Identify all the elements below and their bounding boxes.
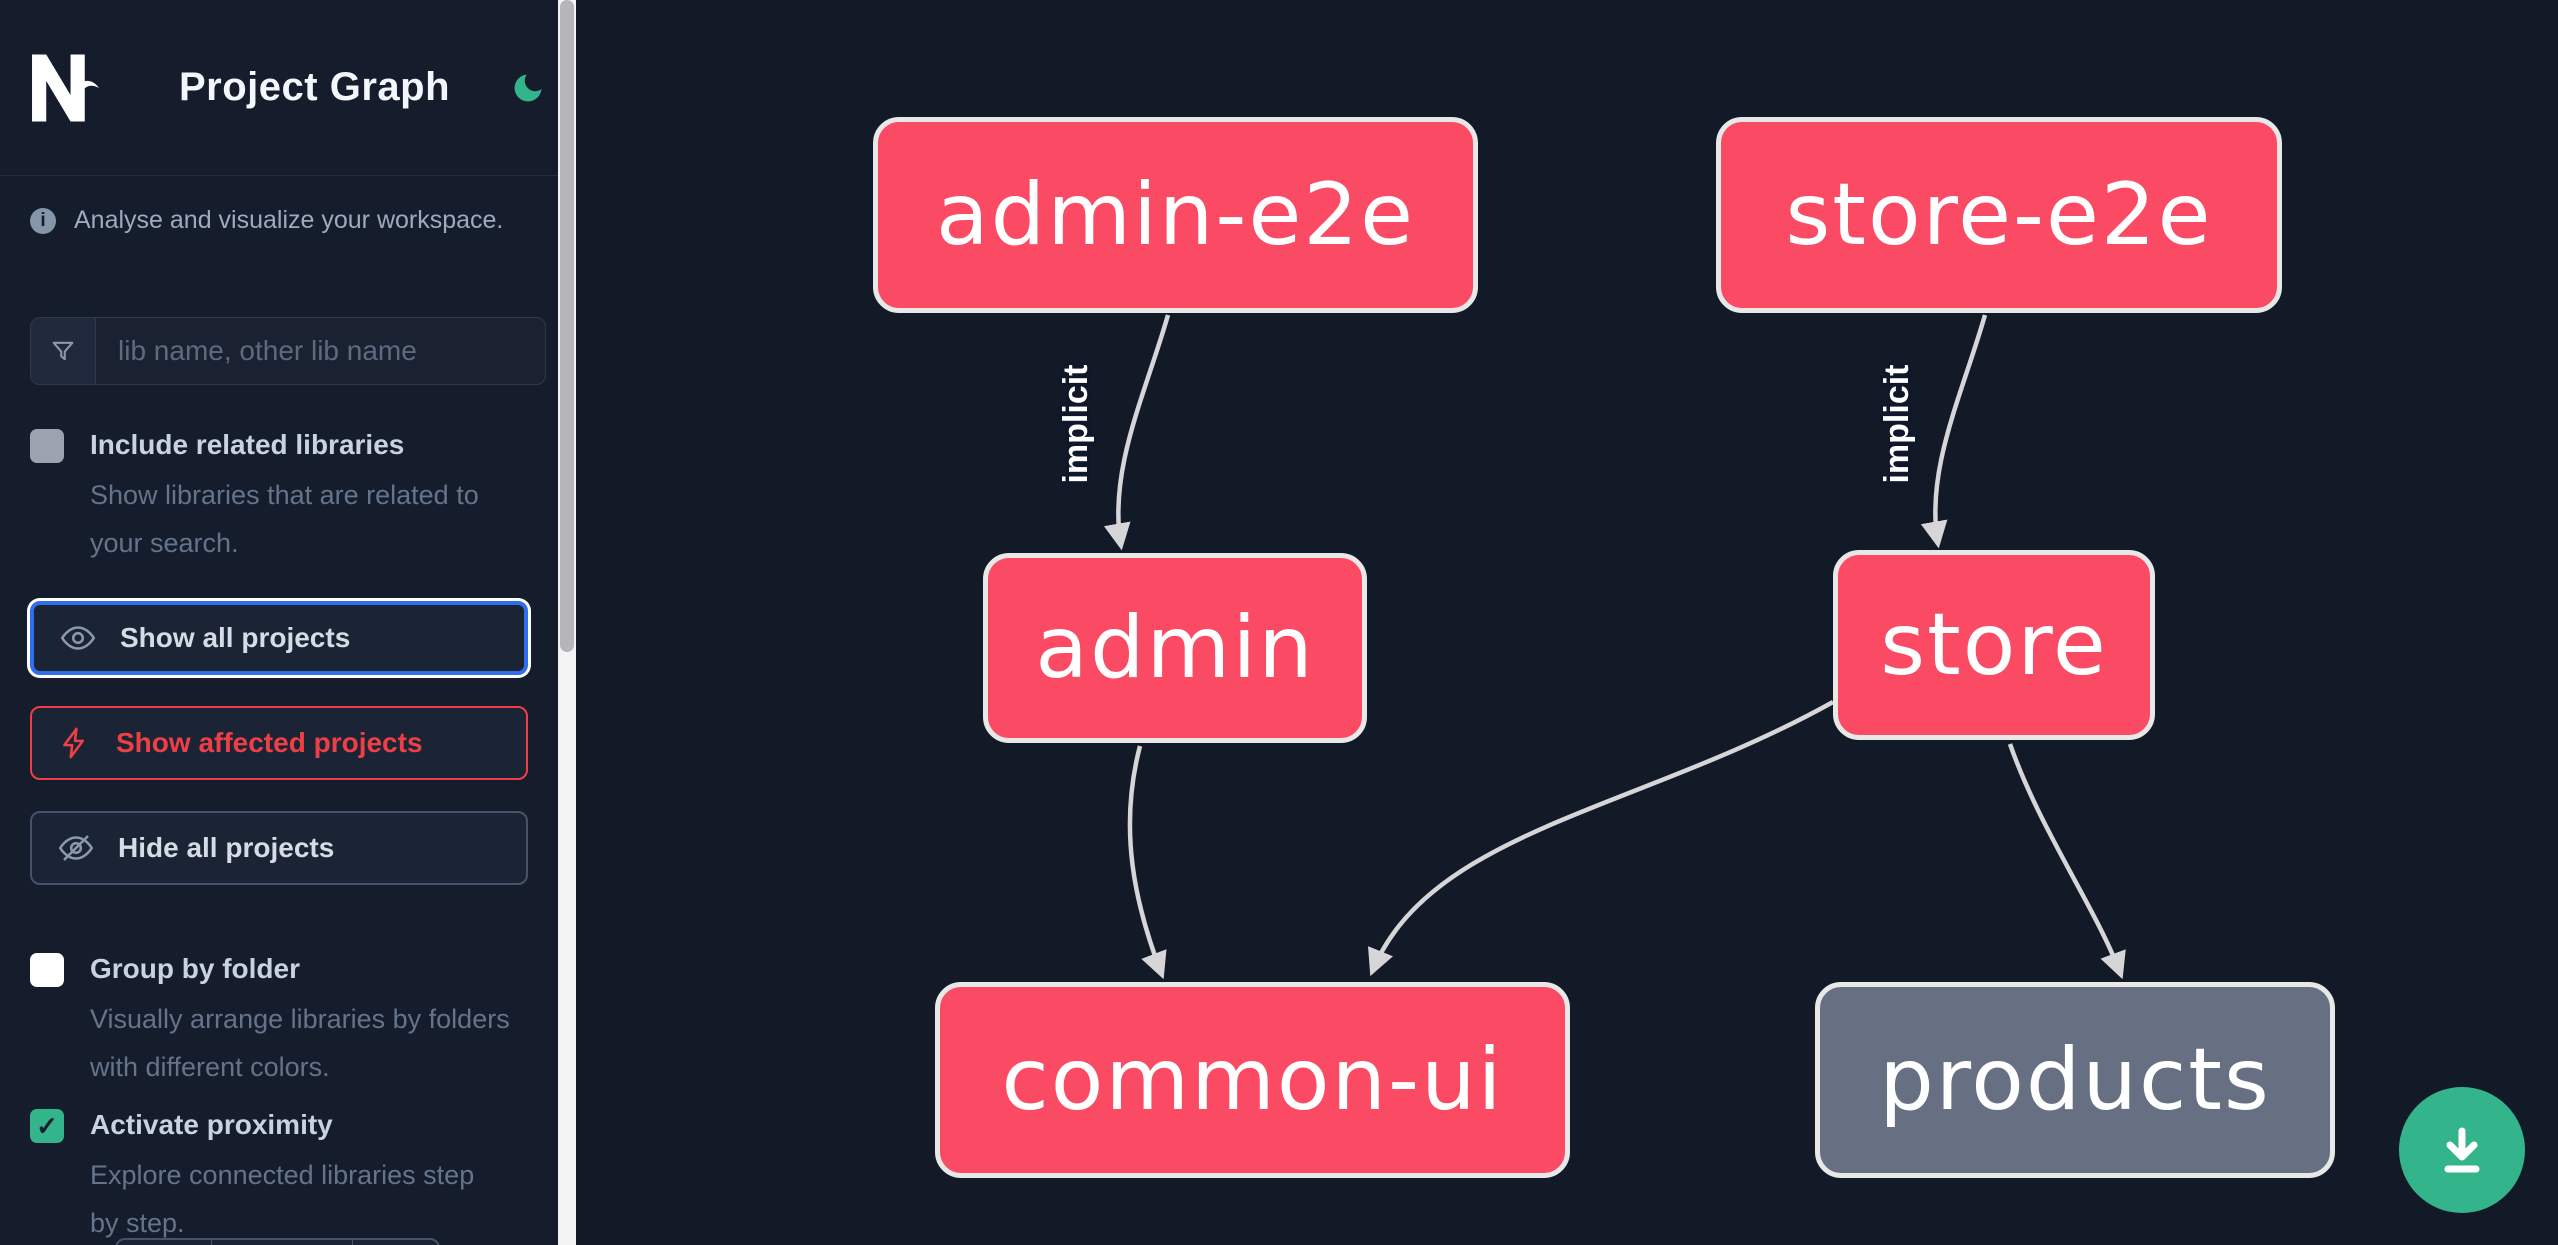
checkbox-description: Show libraries that are related to your …: [90, 480, 479, 558]
sidebar-header: Project Graph: [0, 0, 576, 176]
checkbox-group-by-folder[interactable]: Group by folder Visually arrange librari…: [30, 951, 546, 1091]
button-label: Show affected projects: [116, 727, 423, 758]
checkbox-activate-proximity[interactable]: ✓ Activate proximity Explore connected l…: [30, 1107, 546, 1245]
check-mark: ✓: [36, 1110, 58, 1141]
download-button[interactable]: [2399, 1087, 2525, 1213]
show-affected-projects-button[interactable]: Show affected projects: [30, 706, 528, 780]
search-bar: [30, 317, 546, 385]
tagline-text: Analyse and visualize your workspace.: [74, 206, 504, 234]
sidebar: Project Graph i Analyse and visualize yo…: [0, 0, 576, 1245]
eye-off-icon: [58, 835, 94, 861]
checkbox-description: Visually arrange libraries by folders wi…: [90, 1004, 510, 1082]
download-icon: [2444, 1127, 2480, 1173]
checkbox-description: Explore connected libraries step by step…: [90, 1160, 475, 1238]
button-label: Show all projects: [120, 622, 351, 653]
checkbox-box[interactable]: [30, 953, 64, 987]
checkbox-label: Activate proximity: [90, 1109, 333, 1140]
graph-node-common-ui[interactable]: common-ui: [935, 982, 1570, 1178]
stepper-value: [212, 1240, 353, 1245]
checkbox-label: Group by folder: [90, 953, 300, 984]
button-label: Hide all projects: [118, 832, 335, 863]
page-title: Project Graph: [179, 65, 451, 109]
checkbox-box[interactable]: [30, 429, 64, 463]
graph-node-admin[interactable]: admin: [983, 553, 1367, 743]
graph-node-store-e2e[interactable]: store-e2e: [1716, 117, 2282, 313]
workspace-tagline: i Analyse and visualize your workspace.: [30, 206, 546, 235]
graph-node-admin-e2e[interactable]: admin-e2e: [873, 117, 1478, 313]
search-input[interactable]: [96, 318, 545, 384]
stepper-decrement-button[interactable]: [117, 1240, 212, 1245]
moon-icon[interactable]: [510, 70, 546, 106]
stepper-increment-button[interactable]: [353, 1240, 438, 1245]
eye-icon: [60, 626, 96, 650]
bolt-icon: [63, 727, 85, 759]
proximity-stepper: [115, 1238, 440, 1245]
hide-all-projects-button[interactable]: Hide all projects: [30, 811, 528, 885]
checkbox-label: Include related libraries: [90, 429, 405, 460]
checkbox-include-related-libraries[interactable]: Include related libraries Show libraries…: [30, 427, 546, 567]
funnel-icon: [31, 318, 96, 384]
sidebar-scrollbar-thumb[interactable]: [560, 0, 574, 652]
checkbox-box-checked[interactable]: ✓: [30, 1109, 64, 1143]
info-icon: i: [30, 207, 56, 234]
graph-node-store[interactable]: store: [1833, 550, 2155, 740]
show-all-projects-button[interactable]: Show all projects: [30, 601, 528, 675]
nx-logo: [32, 54, 99, 121]
graph-node-products[interactable]: products: [1815, 982, 2335, 1178]
